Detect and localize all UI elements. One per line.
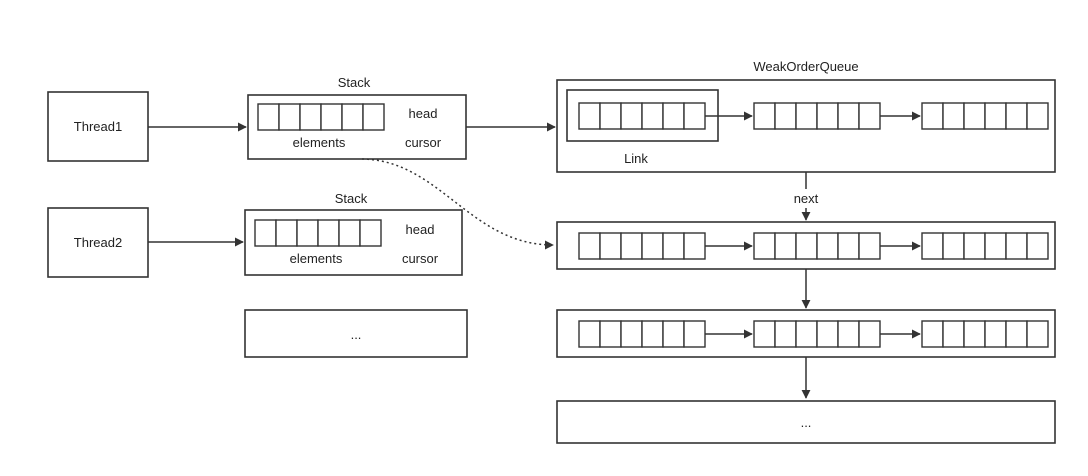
array-cell xyxy=(816,102,839,130)
array-cell xyxy=(599,232,622,260)
stack1-title: Stack xyxy=(338,75,371,90)
array-cell xyxy=(984,232,1007,260)
queue3-link3-array xyxy=(921,320,1049,348)
thread1-box xyxy=(47,91,149,162)
thread2-label: Thread2 xyxy=(74,235,122,250)
array-cell xyxy=(683,320,706,348)
array-cell xyxy=(620,320,643,348)
array-cell xyxy=(774,232,797,260)
array-cell xyxy=(837,102,860,130)
array-cell xyxy=(341,103,364,131)
array-cell xyxy=(1005,232,1028,260)
array-cell xyxy=(620,102,643,130)
array-cell xyxy=(662,102,685,130)
array-cell xyxy=(599,102,622,130)
array-cell xyxy=(257,103,280,131)
stack2-elements-label: elements xyxy=(290,251,343,266)
elements-to-queue2-dotted-arrow xyxy=(361,158,554,250)
stack-more-label: ... xyxy=(351,327,362,342)
array-cell xyxy=(753,102,776,130)
array-cell xyxy=(1005,102,1028,130)
array-cell xyxy=(662,232,685,260)
stack-more-box xyxy=(244,309,468,358)
array-cell xyxy=(299,103,322,131)
array-cell xyxy=(984,102,1007,130)
array-cell xyxy=(816,320,839,348)
array-cell xyxy=(641,102,664,130)
array-cell xyxy=(963,320,986,348)
array-cell xyxy=(942,320,965,348)
array-cell xyxy=(641,232,664,260)
array-cell xyxy=(683,232,706,260)
array-cell xyxy=(683,102,706,130)
array-cell xyxy=(837,232,860,260)
thread2-box xyxy=(47,207,149,278)
queue3-link2-array xyxy=(753,320,881,348)
array-cell xyxy=(921,232,944,260)
array-cell xyxy=(359,219,382,247)
queue1-link3-array xyxy=(921,102,1049,130)
array-cell xyxy=(774,320,797,348)
queue1-link2-array xyxy=(753,102,881,130)
array-cell xyxy=(578,320,601,348)
array-cell xyxy=(278,103,301,131)
array-cell xyxy=(578,232,601,260)
array-cell xyxy=(320,103,343,131)
array-cell xyxy=(921,102,944,130)
stack1-elements-label: elements xyxy=(293,135,346,150)
array-cell xyxy=(921,320,944,348)
next-label: next xyxy=(794,191,819,206)
array-cell xyxy=(858,102,881,130)
array-cell xyxy=(662,320,685,348)
array-cell xyxy=(942,232,965,260)
array-cell xyxy=(338,219,361,247)
array-cell xyxy=(963,232,986,260)
array-cell xyxy=(1005,320,1028,348)
array-cell xyxy=(1026,320,1049,348)
stack2-elements-array xyxy=(254,219,382,247)
array-cell xyxy=(795,102,818,130)
array-cell xyxy=(275,219,298,247)
queue1-link1-array xyxy=(578,102,706,130)
array-cell xyxy=(317,219,340,247)
queue2-link3-array xyxy=(921,232,1049,260)
array-cell xyxy=(753,320,776,348)
array-cell xyxy=(641,320,664,348)
thread1-label: Thread1 xyxy=(74,119,122,134)
stack1-cursor-label: cursor xyxy=(405,135,442,150)
array-cell xyxy=(984,320,1007,348)
array-cell xyxy=(774,102,797,130)
array-cell xyxy=(578,102,601,130)
queue-more-label: ... xyxy=(801,415,812,430)
array-cell xyxy=(1026,102,1049,130)
array-cell xyxy=(816,232,839,260)
queue2-link1-array xyxy=(578,232,706,260)
array-cell xyxy=(254,219,277,247)
link-label: Link xyxy=(624,151,648,166)
array-cell xyxy=(362,103,385,131)
array-cell xyxy=(837,320,860,348)
queue-title: WeakOrderQueue xyxy=(753,59,858,74)
array-cell xyxy=(795,320,818,348)
queue2-link2-array xyxy=(753,232,881,260)
queue-more-box xyxy=(556,400,1056,444)
queue3-link1-array xyxy=(578,320,706,348)
array-cell xyxy=(942,102,965,130)
array-cell xyxy=(296,219,319,247)
array-cell xyxy=(858,320,881,348)
array-cell xyxy=(599,320,622,348)
stack2-title: Stack xyxy=(335,191,368,206)
stack2-head-label: head xyxy=(406,222,435,237)
array-cell xyxy=(858,232,881,260)
array-cell xyxy=(795,232,818,260)
array-cell xyxy=(753,232,776,260)
array-cell xyxy=(620,232,643,260)
stack1-elements-array xyxy=(257,103,385,131)
stack2-cursor-label: cursor xyxy=(402,251,439,266)
stack1-head-label: head xyxy=(409,106,438,121)
array-cell xyxy=(1026,232,1049,260)
array-cell xyxy=(963,102,986,130)
